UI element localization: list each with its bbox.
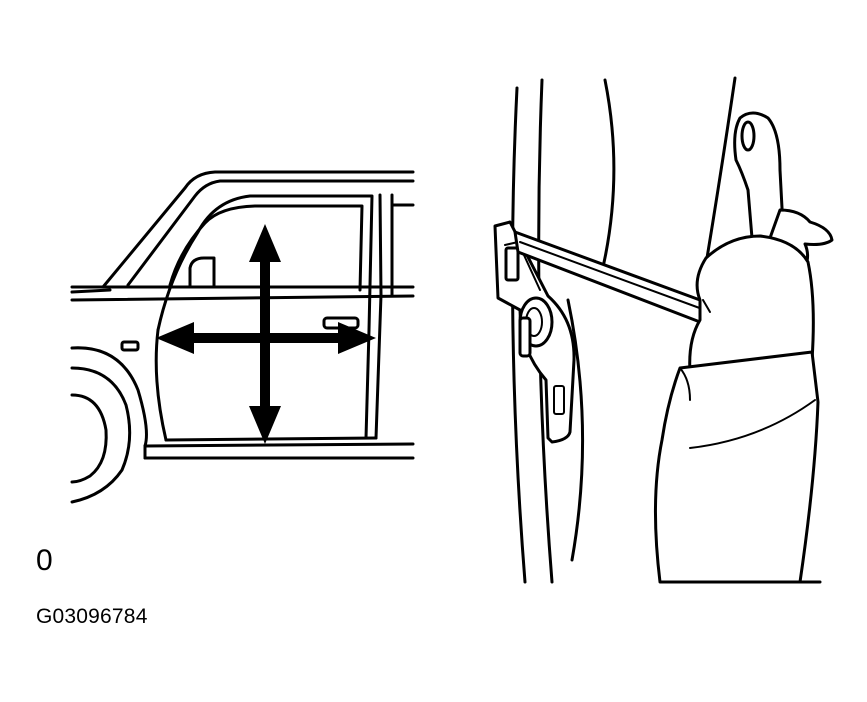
adjustment-arrows-icon [156, 224, 376, 444]
figure-label: 0 [36, 544, 53, 577]
figure-code: G03096784 [36, 605, 148, 628]
car-door-view [70, 170, 415, 504]
hinge-wrench-view [493, 76, 834, 584]
